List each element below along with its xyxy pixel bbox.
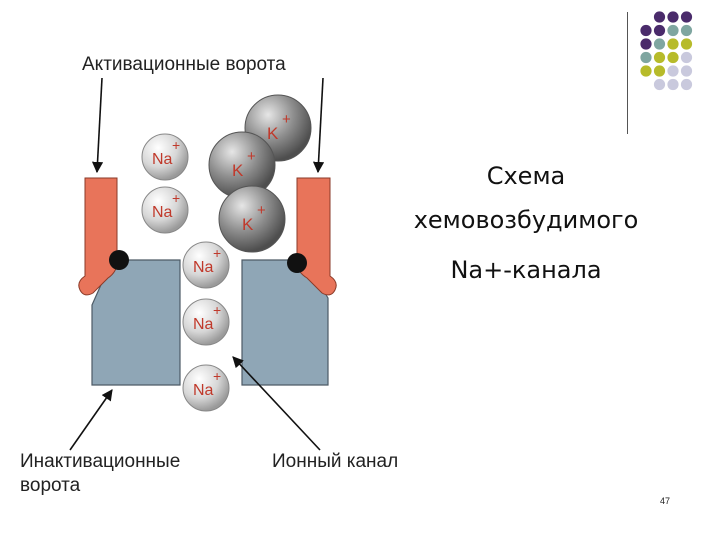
na-ion-1: Na + [141,133,189,181]
decorative-dot [653,11,666,23]
slide-title-line-2: хемовозбудимого [413,206,639,234]
decorative-dot [653,24,666,37]
inactivation-arrow [69,389,113,451]
decorative-dot [667,51,679,64]
slide-title-line-1: Схема [486,162,566,190]
svg-text:Na: Na [152,204,173,221]
decorative-dot [640,24,652,37]
inactivation-gate-label-line1: Инактивационные [20,451,180,472]
decorative-dot [653,65,666,77]
gate-hinge-left [109,250,129,270]
decorative-dot [680,11,693,23]
svg-text:K: K [242,215,254,234]
decorative-dot [667,65,679,77]
gate-hinge-right [287,253,307,273]
na-ion-4: Na + [182,298,230,346]
slide-title-line-3: Na+-канала [450,256,602,284]
page-number: 47 [660,496,671,506]
decorative-dot [680,38,693,50]
decorative-dot-grid [640,11,693,91]
svg-text:+: + [213,302,221,318]
decorative-dot [653,78,666,91]
activation-arrow-right [312,77,325,174]
decorative-dot [667,78,679,91]
svg-text:K: K [232,161,244,180]
svg-text:Na: Na [152,151,173,168]
svg-text:+: + [257,202,266,219]
ion-channel-label: Ионный канал [272,451,398,472]
decorative-dot [680,78,693,91]
svg-text:+: + [213,245,221,261]
decorative-dot [667,24,679,37]
svg-text:Na: Na [193,382,214,399]
decorative-dot [653,51,666,64]
na-ion-5: Na + [182,364,230,412]
ions-group: Na + Na + Na + Na + Na + K + [141,94,312,412]
decorative-dot [680,65,693,77]
svg-text:Na: Na [193,316,214,333]
decorative-dot [640,51,652,64]
svg-text:+: + [247,148,256,165]
decorative-dot [680,24,693,37]
na-ion-3: Na + [182,241,230,289]
decorative-dot [640,65,652,77]
decorative-dot [667,38,679,50]
inactivation-gate-label-line2: ворота [20,475,81,496]
svg-text:K: K [267,124,279,143]
decorative-dot [653,38,666,50]
decorative-dot [667,11,679,23]
svg-text:+: + [282,111,291,128]
k-ion-3: K + [218,185,286,253]
channel-wall-left [91,259,181,386]
decorative-dot [640,38,652,50]
svg-text:+: + [213,368,221,384]
svg-text:+: + [172,190,180,206]
title-divider-line [627,12,628,134]
decorative-dot [680,51,693,64]
svg-text:Na: Na [193,259,214,276]
svg-text:+: + [172,137,180,153]
na-ion-2: Na + [141,186,189,234]
activation-arrow-left [91,77,104,174]
k-ion-2: K + [208,131,276,199]
activation-gate-label: Активационные ворота [82,54,286,75]
ion-channel-arrow [232,356,321,451]
